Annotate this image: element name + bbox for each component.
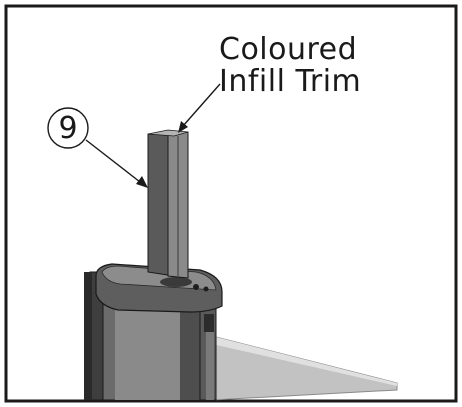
callout-label-line1: Coloured [219, 32, 358, 67]
callout-leader [182, 83, 221, 127]
head-cap-bolt-2 [203, 286, 209, 292]
post-body-highlight [115, 304, 185, 400]
glass-panel-edge [212, 336, 397, 386]
clamp-rail [206, 332, 214, 400]
part-number-circle [47, 107, 89, 149]
head-cap-bolt [193, 284, 199, 290]
frame-border [4, 4, 458, 403]
part-number-arrowhead [136, 176, 148, 188]
callout-label-line2: Infill Trim [219, 64, 362, 99]
callout-arrowhead [178, 121, 188, 133]
post-left-edge [84, 272, 92, 400]
clamp-slot [204, 314, 214, 332]
infill-trim-top [147, 129, 189, 137]
part-number-label: 9 [58, 110, 78, 146]
part-number-leader [85, 139, 141, 183]
head-cap-recess [160, 277, 192, 287]
